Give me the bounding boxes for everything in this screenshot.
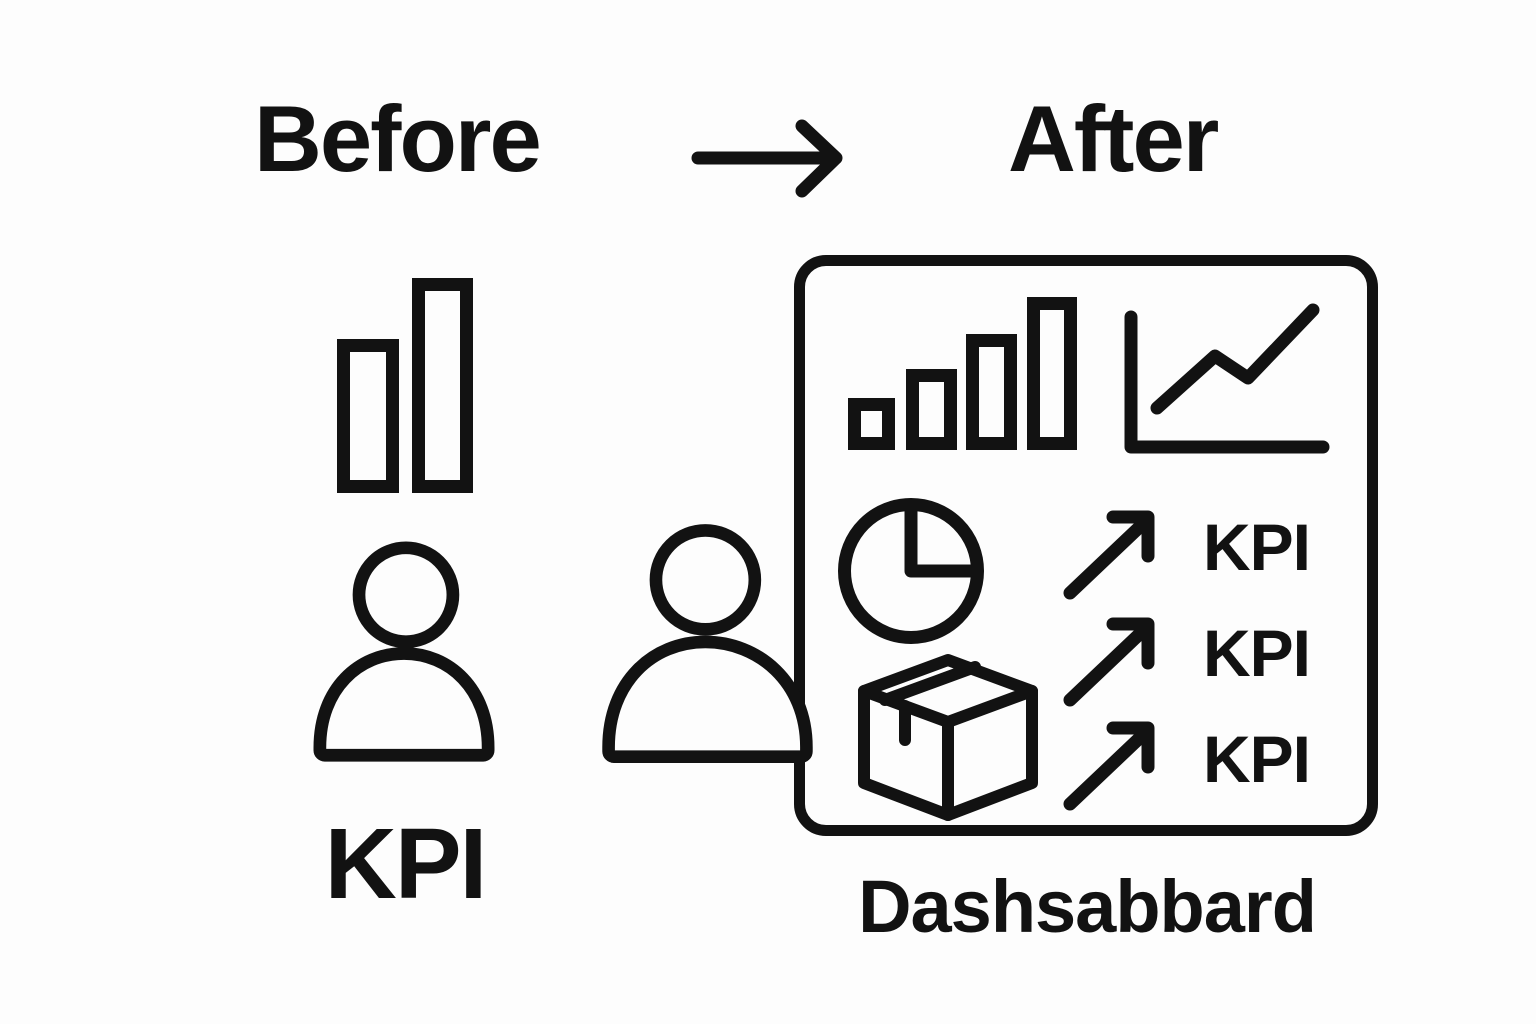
dashboard-caption: Dashsabbard — [858, 865, 1317, 948]
line-chart-icon — [1124, 303, 1330, 454]
trend-up-arrow-icon — [1063, 617, 1155, 707]
bar-chart-icon — [337, 278, 473, 493]
package-icon — [858, 654, 1038, 821]
person-icon — [602, 524, 813, 763]
person-icon — [313, 541, 495, 762]
dashboard-kpi-label: KPI — [1203, 510, 1311, 584]
right-arrow-icon — [691, 119, 843, 198]
before-title: Before — [254, 86, 542, 191]
after-title: After — [1008, 86, 1219, 191]
dashboard-kpi-label: KPI — [1203, 722, 1311, 796]
pie-chart-icon — [838, 498, 984, 644]
before-kpi-label: KPI — [324, 808, 488, 920]
dashboard-panel — [794, 255, 1378, 836]
trend-up-arrow-icon — [1063, 721, 1155, 811]
dashboard-kpi-label: KPI — [1203, 616, 1311, 690]
trend-up-arrow-icon — [1063, 510, 1155, 600]
bar-chart-icon — [848, 297, 1077, 450]
